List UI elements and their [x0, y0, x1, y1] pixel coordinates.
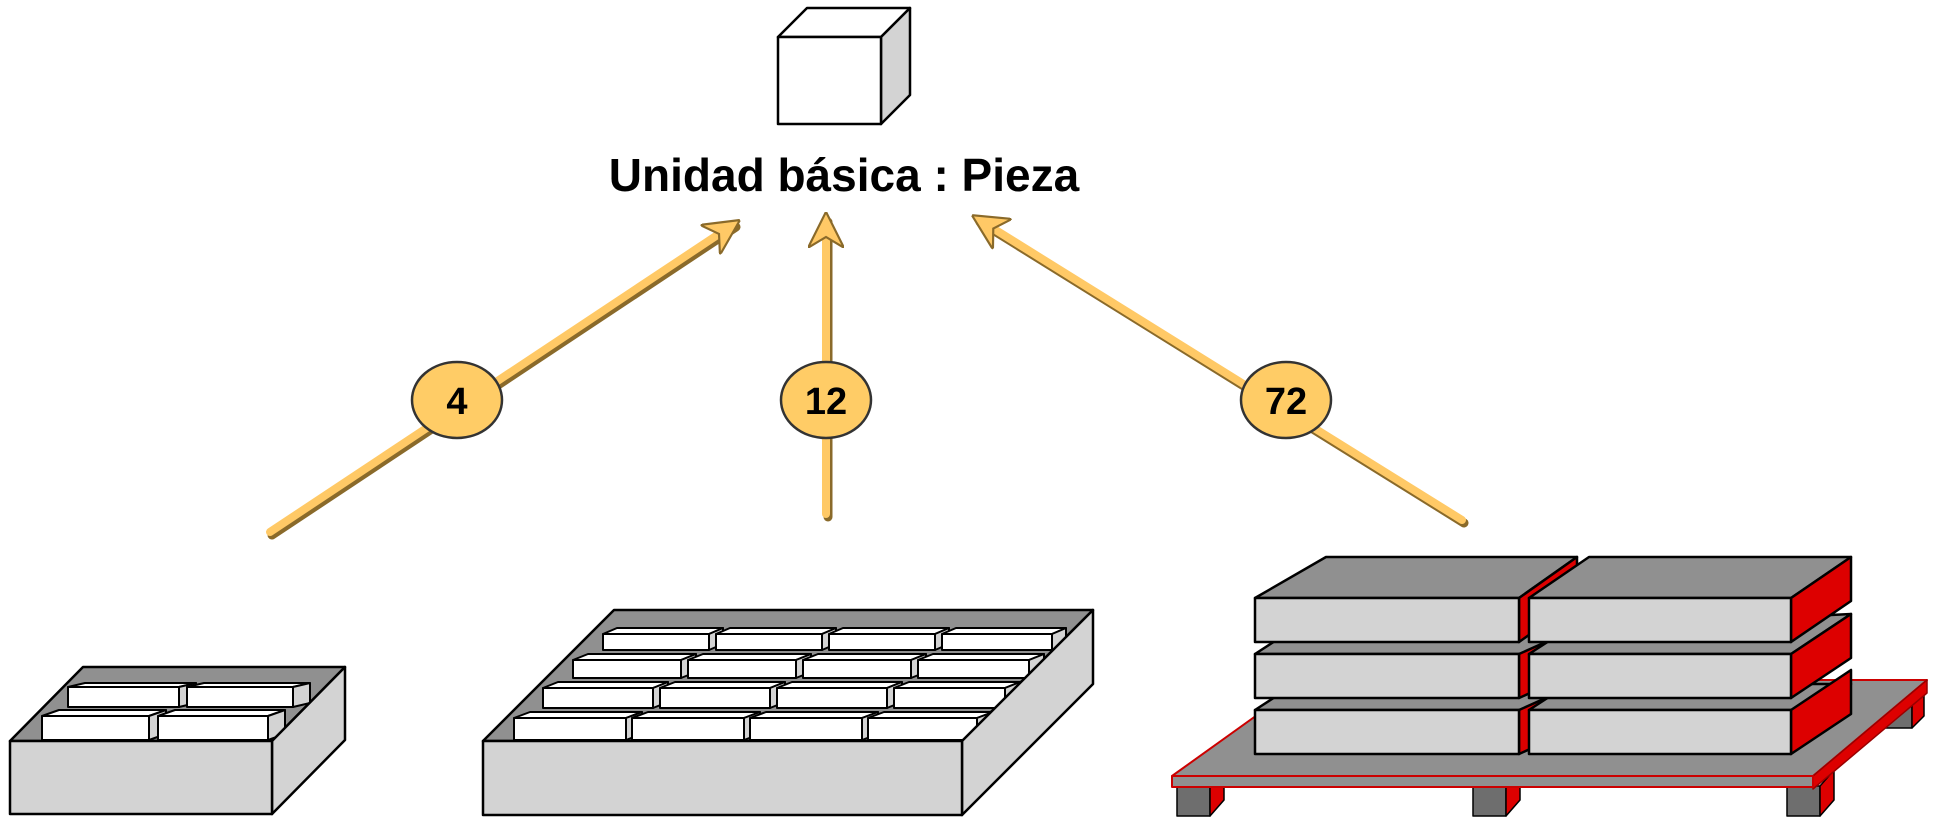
badge-12: 12 — [779, 360, 873, 440]
pallet-icon — [1171, 555, 1928, 817]
arrow-box-to-unit — [266, 224, 736, 540]
page-title: Unidad básica : Pieza — [609, 149, 1080, 201]
arrow-pallet-to-unit — [978, 219, 1469, 528]
cube-icon — [776, 6, 912, 126]
badge-72-label: 72 — [1265, 381, 1307, 423]
badge-4: 4 — [410, 360, 504, 440]
badge-12-label: 12 — [805, 381, 847, 423]
badge-72: 72 — [1239, 360, 1333, 440]
box-of-4-icon — [8, 665, 347, 816]
tray-of-12-icon — [481, 608, 1095, 817]
badge-4-label: 4 — [446, 381, 467, 423]
